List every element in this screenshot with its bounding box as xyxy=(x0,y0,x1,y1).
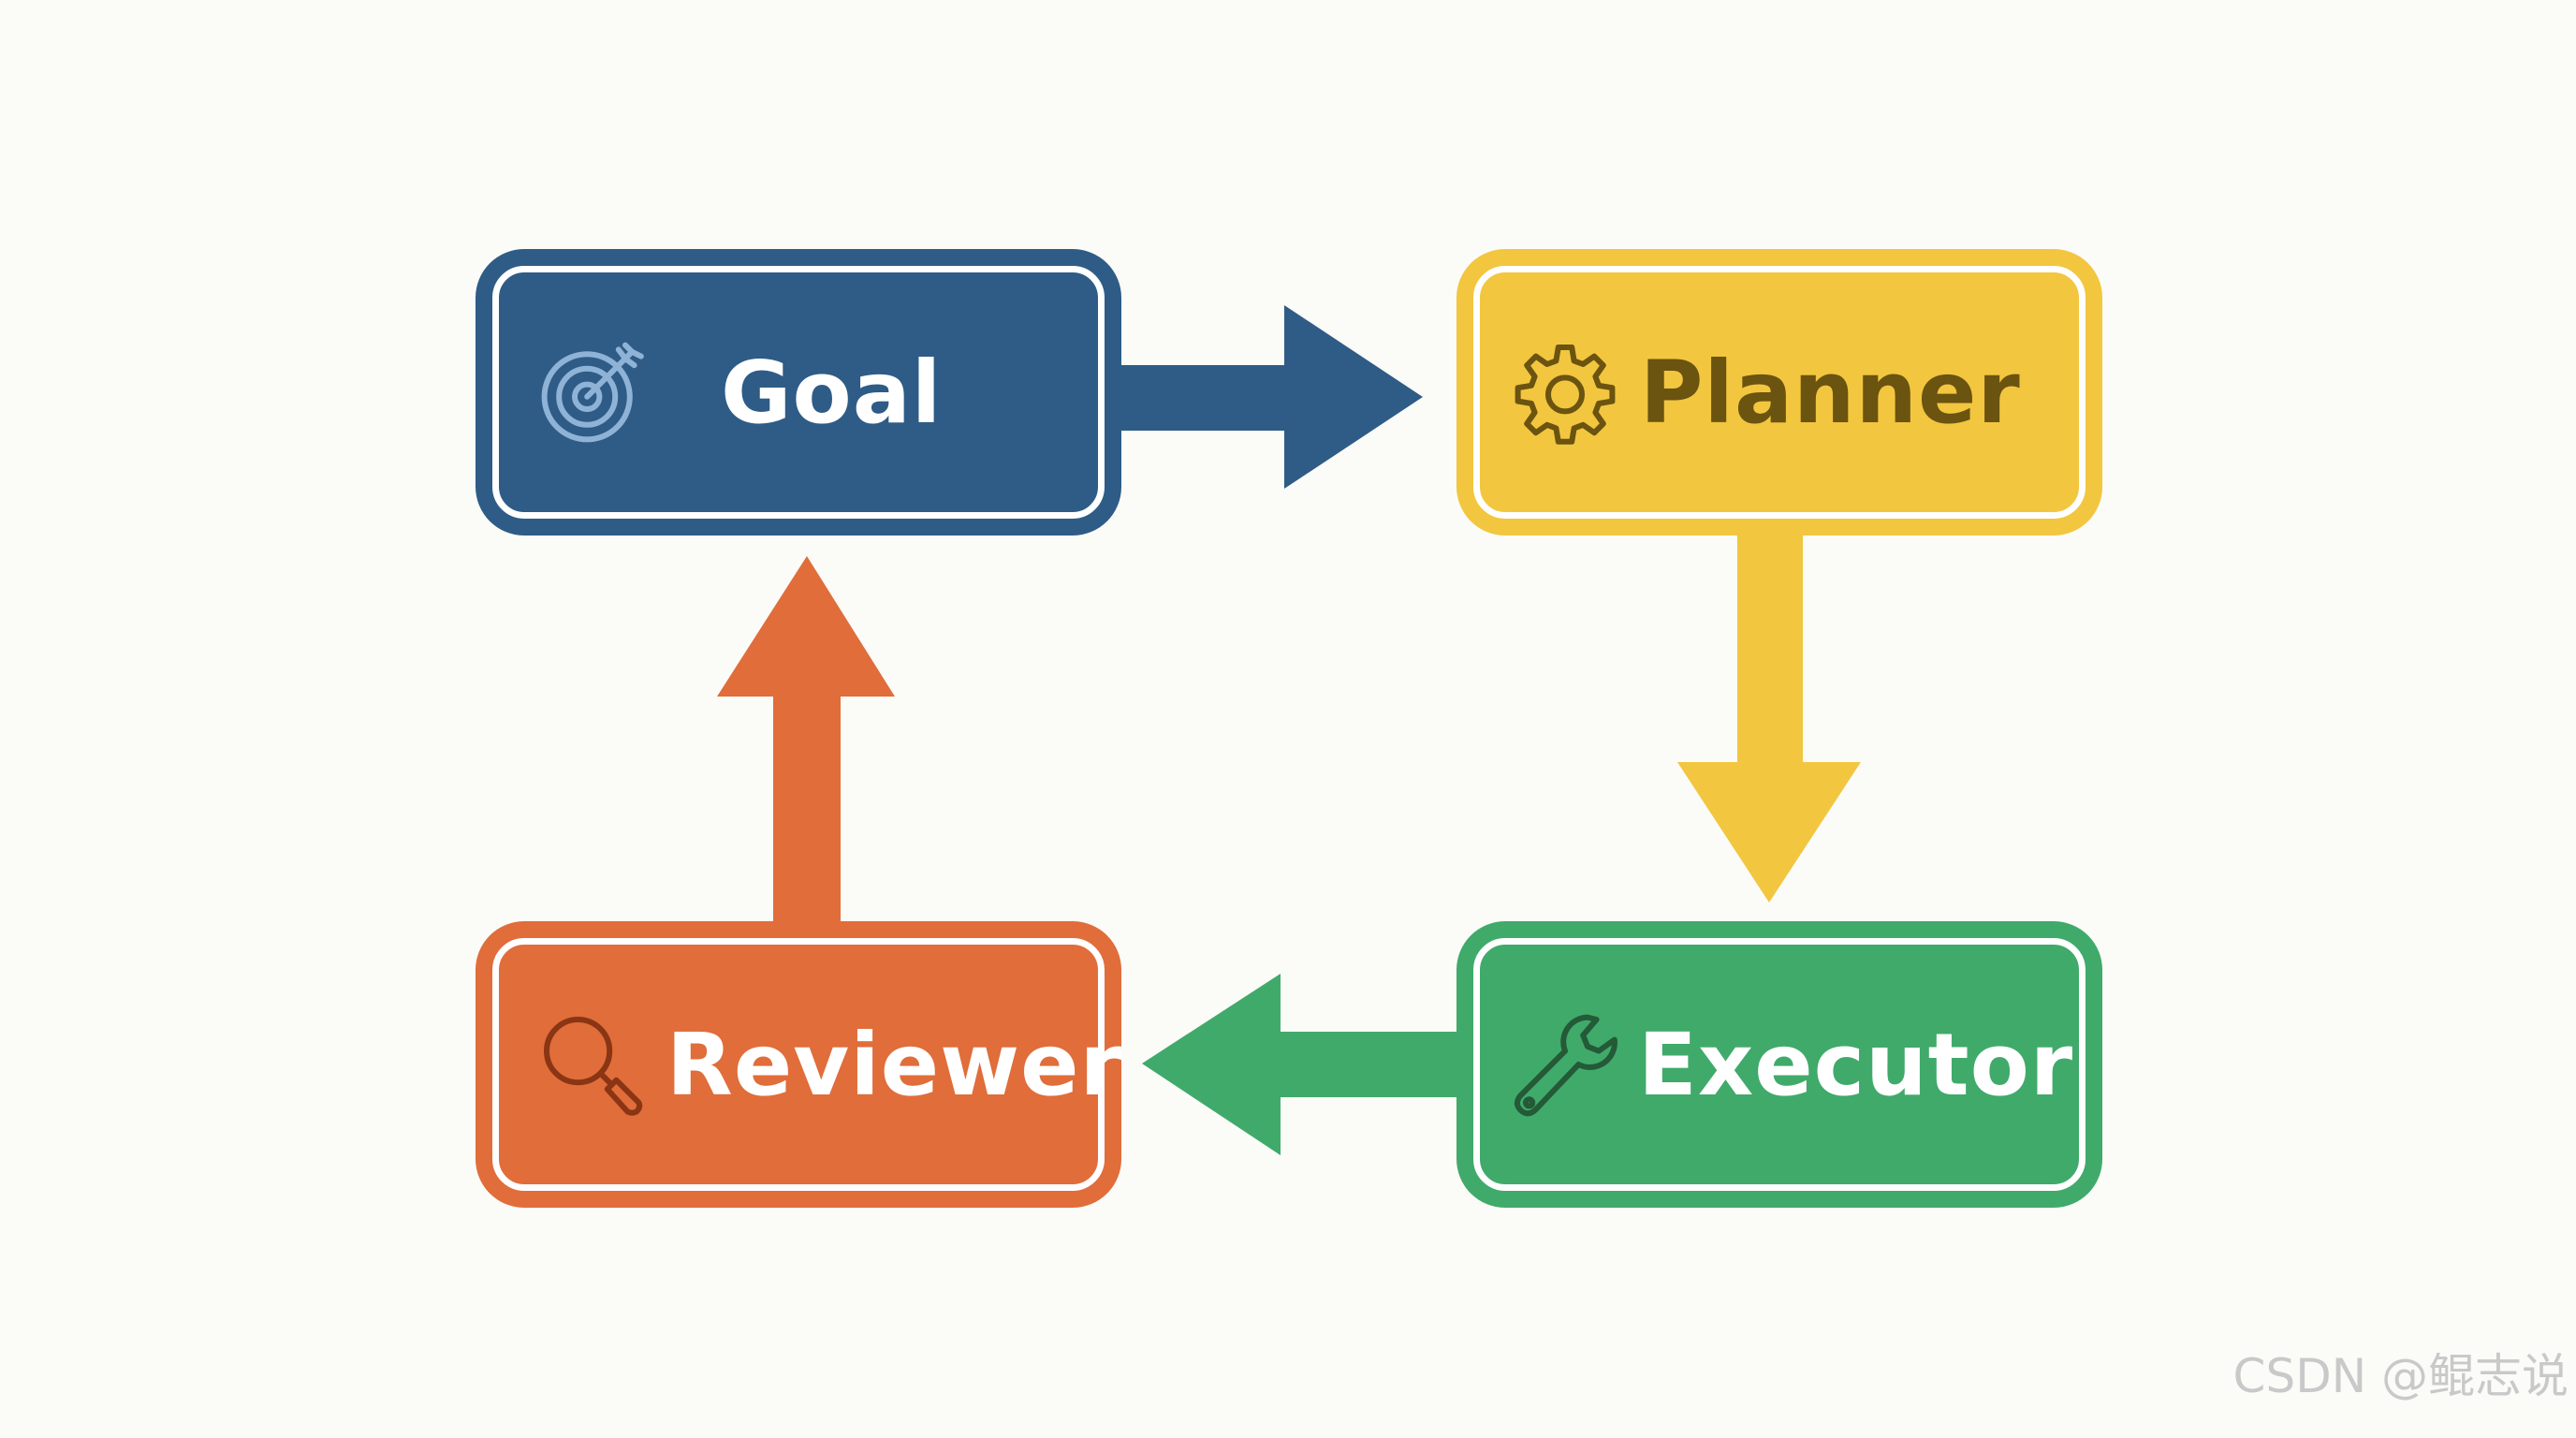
planner-node: Planner xyxy=(1456,249,2102,536)
arrow-goal-to-planner xyxy=(1121,305,1423,489)
reviewer-node-frame xyxy=(492,938,1105,1191)
wrench-icon xyxy=(1509,1008,1621,1121)
planner-label: Planner xyxy=(1640,342,2021,443)
watermark-text: CSDN @鲲志说 xyxy=(2232,1349,2569,1403)
goal-node: Goal xyxy=(476,249,1121,536)
executor-node-frame xyxy=(1473,938,2086,1191)
executor-node: Executor xyxy=(1456,921,2102,1208)
arrow-planner-to-executor xyxy=(1677,536,1861,902)
reviewer-node: Reviewer xyxy=(476,921,1123,1208)
target-icon xyxy=(535,336,648,448)
arrow-reviewer-to-goal xyxy=(717,556,895,923)
executor-label: Executor xyxy=(1638,1014,2074,1115)
reviewer-label: Reviewer xyxy=(666,1014,1123,1115)
goal-node-frame xyxy=(492,266,1105,519)
arrow-executor-to-reviewer xyxy=(1142,974,1456,1155)
magnifier-icon xyxy=(535,1008,648,1121)
planner-node-frame xyxy=(1473,266,2086,519)
gear-icon xyxy=(1509,336,1621,448)
goal-label: Goal xyxy=(721,342,943,443)
